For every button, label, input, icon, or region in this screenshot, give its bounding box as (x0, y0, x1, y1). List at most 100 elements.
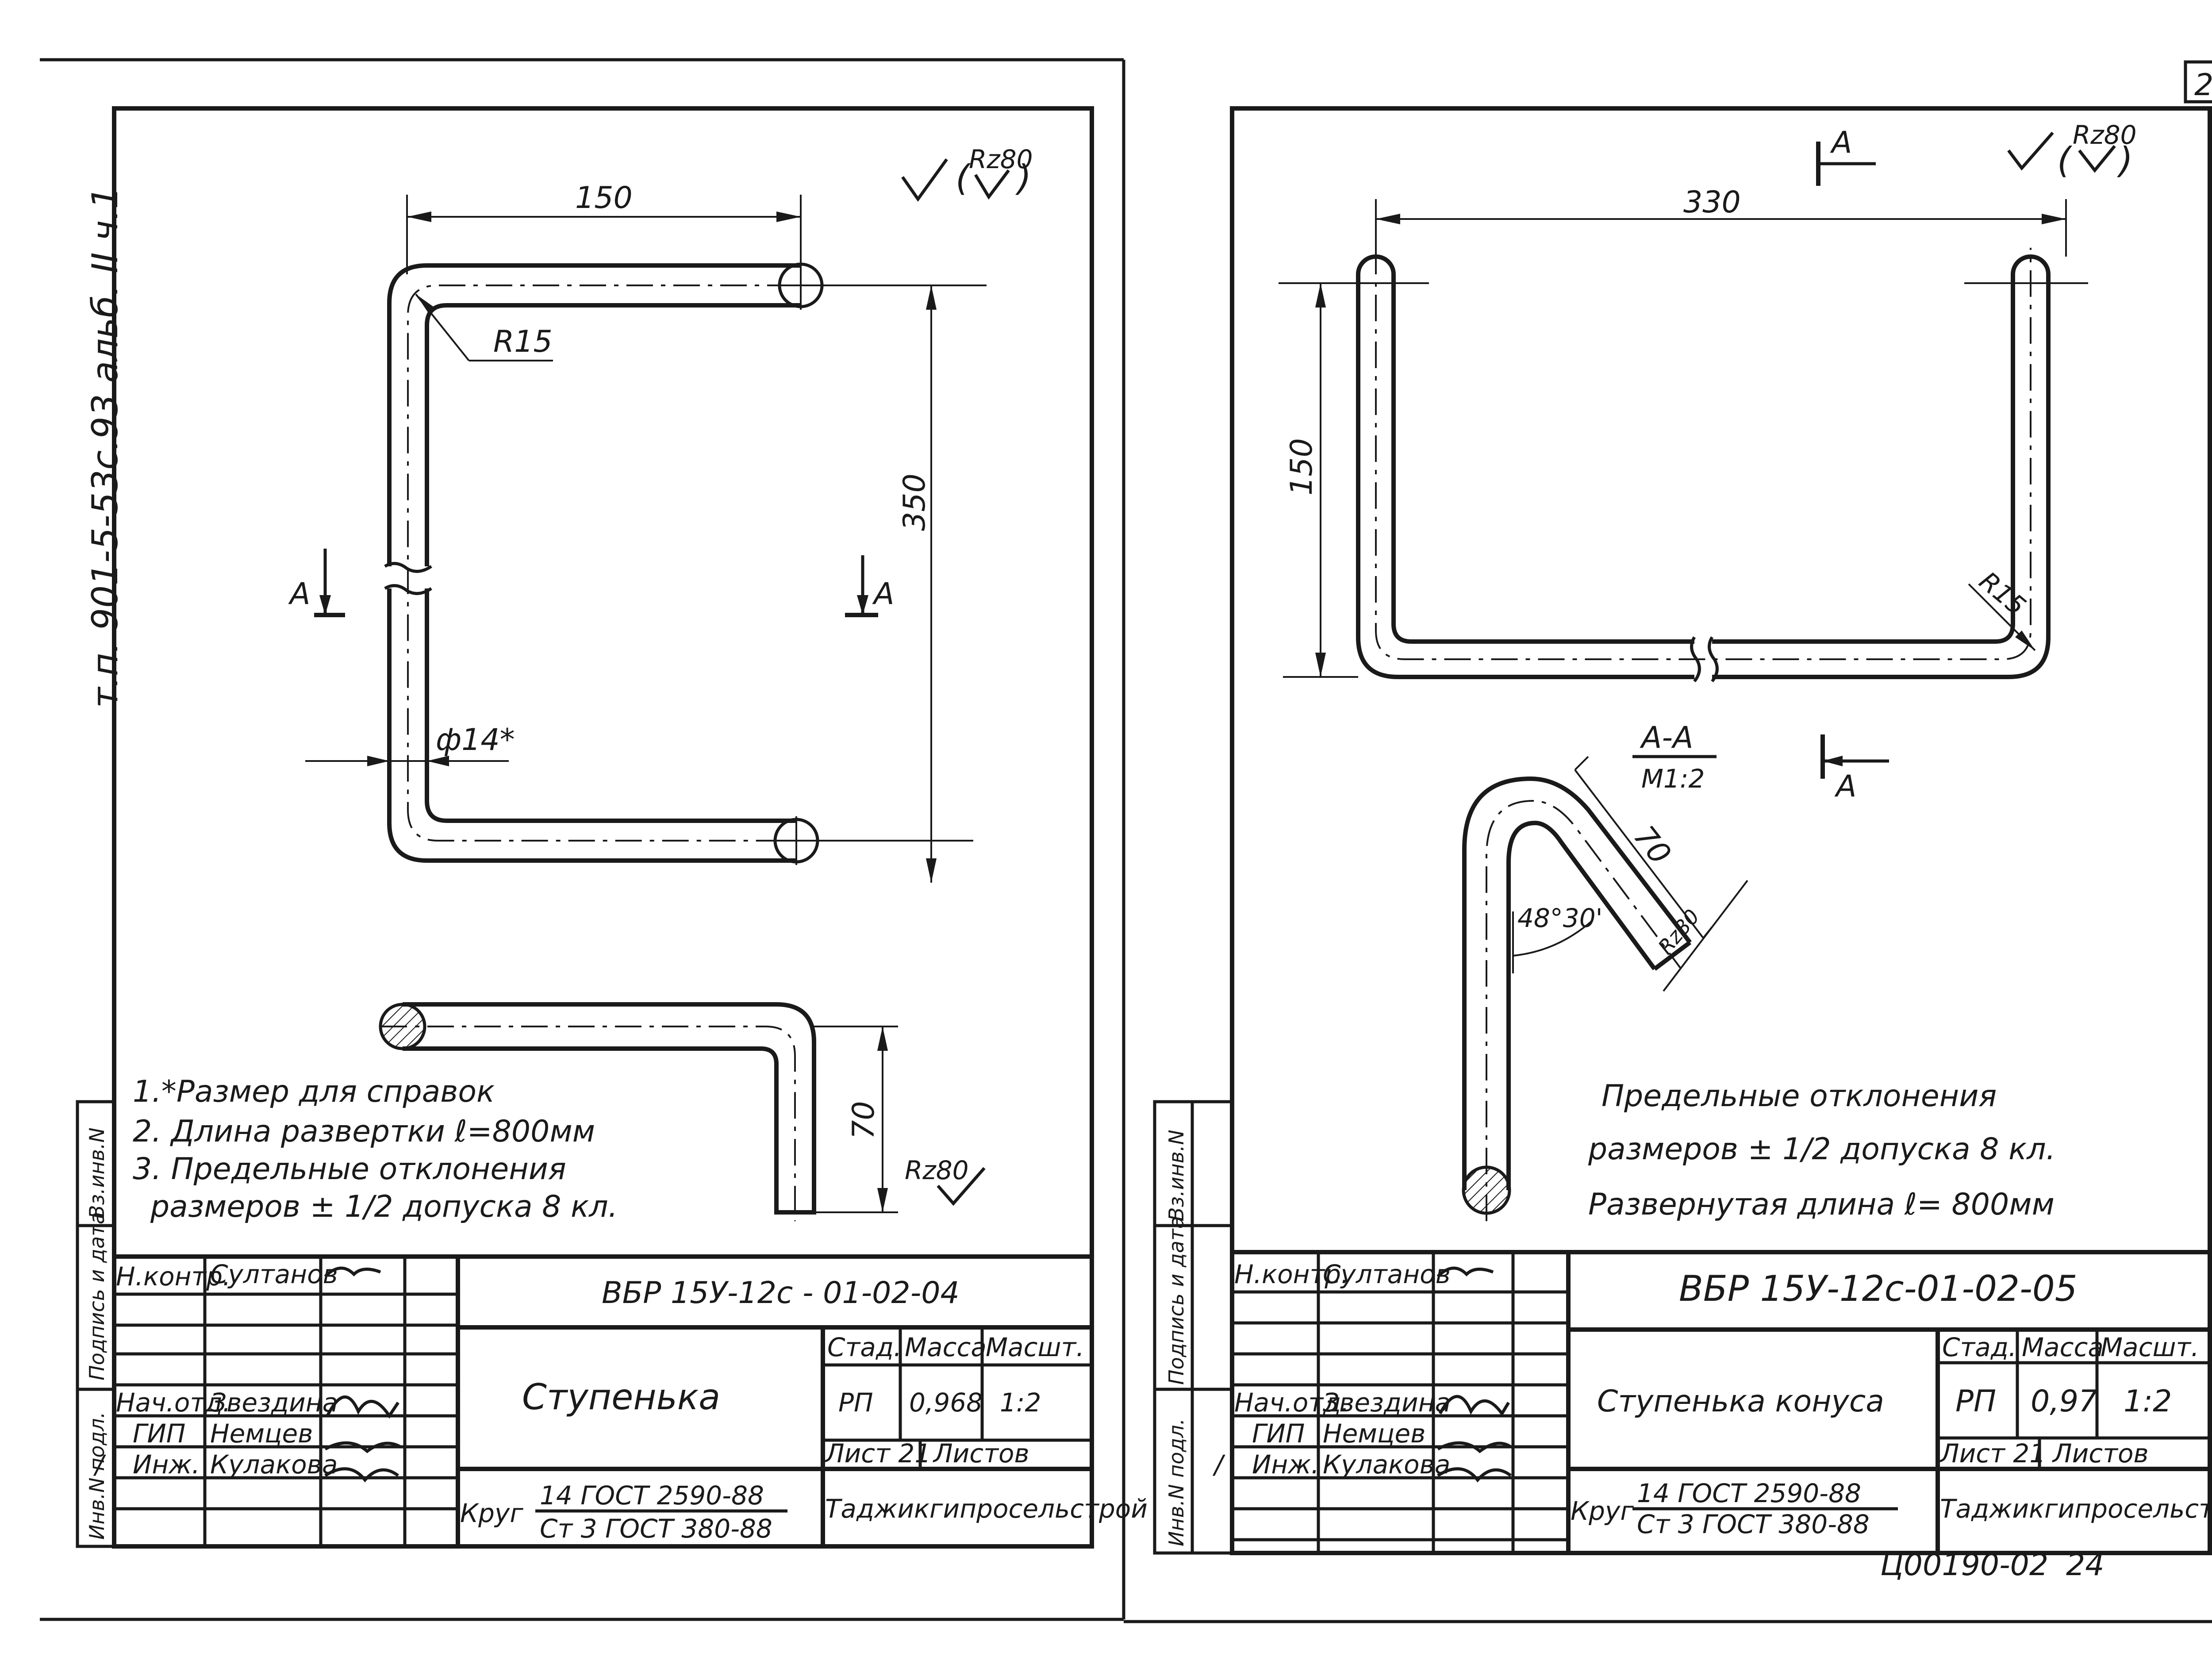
left-roughness-paren-close: ) (1015, 158, 1031, 199)
right-angle-arc (1513, 919, 1594, 957)
right-dim-radius: R15 (1974, 566, 2032, 621)
right-stamp-title: Ступенька конуса (1597, 1384, 1884, 1419)
left-stage-header: Стад. (827, 1332, 902, 1362)
left-dim-diameter: ф14* (436, 723, 515, 757)
right-material-top: 14 ГОСТ 2590-88 (1637, 1478, 1861, 1508)
right-role-2: ГИП (1252, 1418, 1305, 1449)
right-role-1: Нач.отд. (1234, 1388, 1349, 1418)
left-roughness: Rz80 (969, 144, 1033, 174)
left-role-2: ГИП (133, 1418, 185, 1449)
right-mass-header: Масса (2022, 1332, 2104, 1362)
left-sheet-no: Лист 21 (824, 1438, 931, 1468)
right-bottom-code: Ц00190-02 (1880, 1548, 2048, 1583)
right-bar-outer-left (1356, 274, 1694, 679)
left-name-0: Султанов (210, 1259, 338, 1289)
right-stage-header: Стад. (1942, 1332, 2016, 1362)
right-material-bottom: Ст 3 ГОСТ 380-88 (1637, 1509, 1870, 1539)
right-roughness-paren-close: ) (2117, 140, 2133, 181)
left-bar-top-outer (387, 263, 801, 566)
right-bottom-page: 24 (2066, 1548, 2104, 1583)
right-role-0: Н.контр. (1234, 1259, 1349, 1289)
left-bar-bottom-inner (425, 588, 796, 823)
left-mass-header: Масса (905, 1332, 987, 1362)
left-stamp (114, 1254, 1092, 1546)
left-section-mark-a2: А (872, 577, 895, 611)
right-bar-end-right (2011, 254, 2051, 275)
right-bent-outer (1462, 776, 1692, 1190)
right-col-sign: Подпись и дата (1164, 1216, 1188, 1385)
left-bar-bottom-outer (387, 588, 796, 863)
left-role-3: Инж. (133, 1449, 200, 1480)
left-note-2: 2. Длина развертки ℓ=800мм (133, 1114, 595, 1149)
left-col-vz: Вз.инв.N (85, 1127, 109, 1219)
left-scale-header: Масшт. (986, 1332, 1084, 1362)
left-signature-icon-2 (324, 1441, 401, 1453)
right-dim-leg: 70 (1627, 819, 1678, 871)
left-roughness-sub-icon (974, 169, 1010, 200)
right-section-title: А-А (1640, 720, 1694, 755)
left-mass: 0,968 (909, 1388, 983, 1418)
left-stamp-code: ВБР 15У-12с - 01-02-04 (602, 1276, 960, 1311)
right-signature-icon-0 (1436, 1266, 1494, 1278)
left-end-roughness-icon (937, 1167, 986, 1206)
left-drawing-frame (112, 106, 1094, 1549)
right-mass: 0,97 (2031, 1384, 2097, 1419)
right-revision-mark: / (1212, 1449, 1225, 1480)
right-stamp-code: ВБР 15У-12с-01-02-05 (1679, 1268, 2078, 1309)
right-name-1: Звездина (1323, 1388, 1451, 1418)
right-bent-axis (1486, 800, 1682, 1221)
right-note-3: Развернутая длина ℓ= 800мм (1588, 1187, 2055, 1222)
left-organization: Таджикгипросельстрой (825, 1494, 1148, 1524)
left-name-1: Звездина (210, 1388, 338, 1418)
right-section-mark-a1: А (1830, 125, 1852, 160)
left-col-inv: Инв.N подл. (85, 1412, 109, 1540)
left-scale: 1:2 (1000, 1388, 1041, 1418)
right-name-2: Немцев (1323, 1418, 1425, 1449)
left-dim-depth: 70 (846, 1101, 881, 1139)
right-roughness-check-icon (2007, 131, 2054, 171)
right-bar-axis (1375, 248, 2032, 660)
right-bent-inner (1506, 820, 1657, 1190)
right-sheet: Инв.N подл. Подпись и дата Вз.инв.N А ( … (1153, 106, 2212, 1583)
left-material-bottom: Ст 3 ГОСТ 380-88 (540, 1514, 772, 1544)
left-bar-top-inner (425, 303, 801, 566)
left-roughness-paren-open: ( (956, 158, 971, 199)
right-dim-width: 330 (1683, 185, 1741, 220)
right-role-3: Инж. (1252, 1449, 1319, 1480)
left-name-3: Кулакова (210, 1449, 338, 1480)
right-section-mark-a2: А (1834, 769, 1857, 804)
left-signature-icon-1 (326, 1395, 399, 1419)
right-col-inv: Инв.N подл. (1164, 1418, 1188, 1546)
left-dim-height: 350 (897, 473, 932, 531)
left-role-0: Н.контр. (116, 1261, 231, 1292)
right-bar-inner-right (1712, 274, 2015, 644)
page-number: 23 (2194, 68, 2212, 103)
left-side-label: т.п. 901-5-53с.93 альб. II ч.1 (84, 186, 126, 708)
left-end-roughness: Rz80 (905, 1155, 969, 1185)
right-sheet-no: Лист 21 (1939, 1438, 2046, 1468)
right-drawing-frame (1230, 106, 2212, 1555)
right-roughness-paren-open: ( (2057, 140, 2073, 181)
left-sheet: т.п. 901-5-53с.93 альб. II ч.1 Инв.N под… (76, 106, 1148, 1549)
left-name-2: Немцев (210, 1418, 313, 1449)
left-dim-radius: R15 (493, 324, 553, 359)
page-number-box (2184, 60, 2212, 104)
right-signature-icon-2 (1437, 1441, 1512, 1453)
left-material-label: Круг (460, 1498, 523, 1528)
right-dim-angle: 48°30' (1517, 903, 1603, 933)
right-scale-header: Масшт. (2101, 1332, 2199, 1362)
left-note-1: 1.*Размер для справок (133, 1074, 495, 1109)
right-bar-outer-right (1712, 274, 2051, 679)
left-note-3: 3. Предельные отклонения (133, 1152, 566, 1187)
left-dim-width: 150 (575, 181, 633, 215)
left-role-1: Нач.отд. (116, 1388, 231, 1418)
left-stamp-title: Ступенька (522, 1376, 720, 1418)
right-scale: 1:2 (2124, 1384, 2172, 1419)
right-stamp (1232, 1250, 2210, 1553)
right-name-3: Кулакова (1323, 1449, 1450, 1480)
left-side-view (403, 1002, 816, 1215)
right-stage: РП (1955, 1384, 1996, 1419)
right-name-0: Султанов (1323, 1259, 1451, 1289)
right-material-label: Круг (1571, 1496, 1634, 1526)
left-col-sign: Подпись и дата (85, 1212, 109, 1380)
